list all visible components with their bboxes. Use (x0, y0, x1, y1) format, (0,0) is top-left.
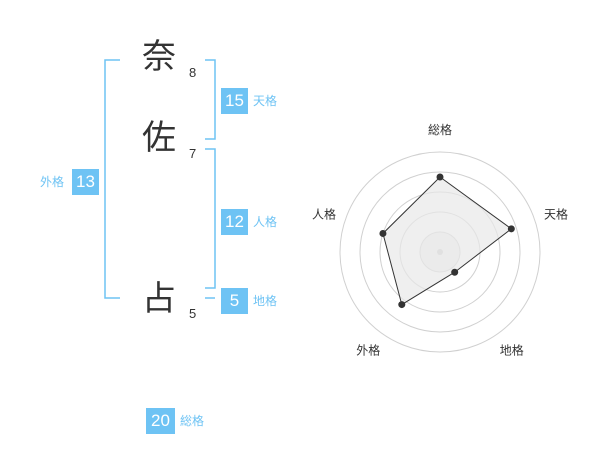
gaikaku-badge: 13 (72, 169, 99, 195)
name-char-3: 占 (142, 279, 176, 319)
soukaku-badge: 20 (146, 408, 175, 434)
name-char-1: 奈 (142, 37, 176, 77)
radar-ring-4 (359, 171, 521, 333)
tenkaku-label: 天格 (253, 94, 278, 108)
name-char-2: 佐 (142, 118, 176, 158)
name-char-3-strokes: 5 (189, 306, 197, 321)
radar-point-3 (398, 301, 406, 309)
name-char-2-strokes: 7 (189, 146, 197, 161)
name-char-1-strokes: 8 (189, 65, 197, 80)
radar-axis-label-4: 人格 (312, 206, 336, 221)
radar-axis-label-2: 地格 (500, 343, 524, 358)
jinkaku-bracket (205, 148, 216, 289)
radar-series (379, 173, 515, 309)
radar-point-1 (507, 225, 515, 233)
gaikaku-label: 外格 (40, 175, 65, 189)
radar-axis-label-0: 総格 (428, 122, 452, 137)
jinkaku-badge: 12 (221, 209, 248, 235)
tenkaku-badge: 15 (221, 88, 248, 114)
radar-point-4 (379, 229, 387, 237)
radar-axis-label-1: 天格 (544, 206, 568, 221)
chikaku-badge: 5 (221, 288, 248, 314)
radar-axis-label-3: 外格 (356, 343, 380, 358)
radar-series-area (382, 176, 513, 306)
radar-point-2 (451, 268, 459, 276)
tenkaku-bracket (205, 59, 216, 140)
gaikaku-bracket (104, 59, 120, 299)
chikaku-label: 地格 (253, 294, 278, 308)
radar-point-0 (436, 173, 444, 181)
jinkaku-label: 人格 (253, 215, 278, 229)
radar-ring-5 (339, 151, 541, 353)
soukaku-label: 総格 (180, 414, 205, 428)
